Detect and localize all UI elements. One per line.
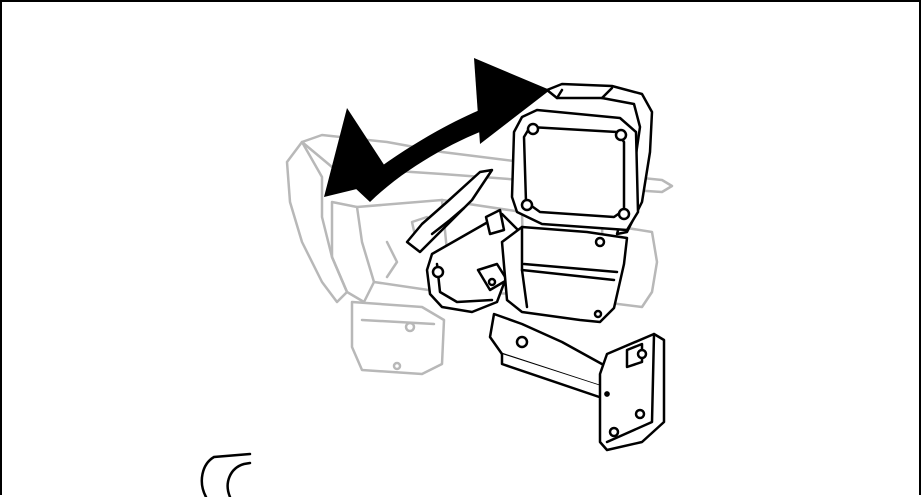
partial-symbol-icon xyxy=(200,452,252,497)
rotation-arrow xyxy=(324,58,550,202)
wall-bracket xyxy=(488,312,666,452)
camera-housing xyxy=(405,82,654,324)
